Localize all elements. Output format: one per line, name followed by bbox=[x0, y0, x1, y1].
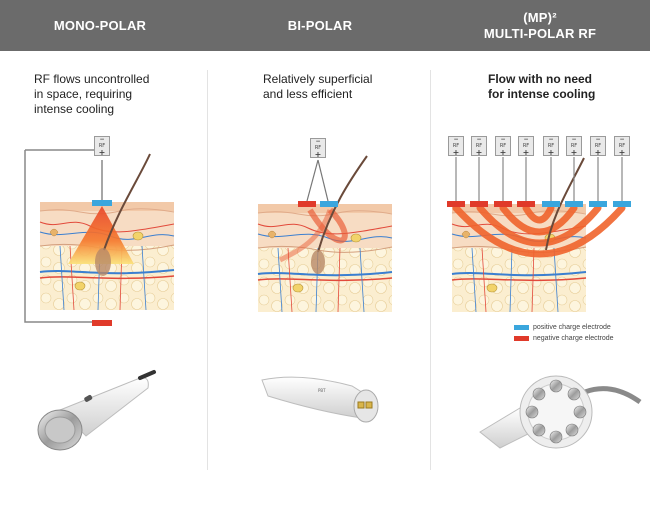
rf-source-box: −RF+ bbox=[495, 136, 511, 157]
mono-desc-line: intense cooling bbox=[34, 102, 115, 116]
multi-electrode-leads bbox=[455, 157, 623, 201]
rf-minus: − bbox=[500, 136, 506, 143]
rf-source-box: − RF + bbox=[94, 136, 110, 157]
bi-polar-description: Relatively superficial and less efficien… bbox=[263, 72, 372, 102]
rf-minus: − bbox=[99, 136, 105, 143]
rf-minus: − bbox=[523, 136, 529, 143]
rf-minus: − bbox=[476, 136, 482, 143]
rf-plus: + bbox=[547, 148, 555, 157]
negative-swatch bbox=[514, 336, 529, 341]
bi-desc-line: and less efficient bbox=[263, 87, 353, 101]
rf-source-box: −RF+ bbox=[471, 136, 487, 157]
mono-polar-description: RF flows uncontrolled in space, requirin… bbox=[34, 72, 149, 117]
rf-label: RF bbox=[475, 143, 483, 149]
negative-electrode bbox=[447, 201, 465, 207]
rf-source-box: −RF+ bbox=[590, 136, 606, 157]
rf-label: RF bbox=[499, 143, 507, 149]
legend-positive: positive charge electrode bbox=[514, 324, 611, 331]
rf-label: RF bbox=[570, 143, 578, 149]
mono-desc-line: RF flows uncontrolled bbox=[34, 72, 150, 86]
multi-polar-device-image bbox=[479, 375, 642, 449]
rf-plus: + bbox=[570, 148, 578, 157]
rf-minus: − bbox=[548, 136, 554, 143]
rf-minus: − bbox=[595, 136, 601, 143]
negative-electrode bbox=[494, 201, 512, 207]
positive-electrode bbox=[613, 201, 631, 207]
rf-minus: − bbox=[619, 136, 625, 143]
bi-polar-device-image: PBT bbox=[261, 376, 379, 423]
positive-electrode bbox=[542, 201, 560, 207]
multi-polar-description: Flow with no need for intense cooling bbox=[488, 72, 595, 102]
legend-negative-label: negative charge electrode bbox=[533, 335, 614, 342]
rf-minus: − bbox=[571, 136, 577, 143]
bi-polar-title: BI-POLAR bbox=[287, 18, 353, 33]
rf-minus: − bbox=[453, 136, 459, 143]
rf-plus: + bbox=[98, 148, 106, 157]
rf-label: RF bbox=[314, 145, 322, 151]
mp-squared-label: (MP)² bbox=[523, 9, 557, 25]
multi-polar-diagram bbox=[451, 157, 626, 313]
rf-source-box: −RF+ bbox=[614, 136, 630, 157]
rf-label: RF bbox=[522, 143, 530, 149]
rf-source-box: −RF+ bbox=[518, 136, 534, 157]
bi-desc-line: Relatively superficial bbox=[263, 72, 373, 86]
multi-polar-title: (MP)² MULTI-POLAR RF bbox=[430, 0, 650, 51]
rf-label: RF bbox=[452, 143, 460, 149]
rf-source-box: −RF+ bbox=[566, 136, 582, 157]
rf-label: RF bbox=[618, 143, 626, 149]
rf-plus: + bbox=[618, 148, 626, 157]
header-bar: MONO-POLAR BI-POLAR (MP)² MULTI-POLAR RF bbox=[0, 0, 650, 51]
rf-plus: + bbox=[314, 150, 322, 159]
multi-electrode-row bbox=[447, 201, 631, 207]
rf-plus: + bbox=[594, 148, 602, 157]
rf-label: RF bbox=[594, 143, 602, 149]
rf-label: RF bbox=[547, 143, 555, 149]
mono-desc-line: in space, requiring bbox=[34, 87, 133, 101]
column-divider-2 bbox=[430, 70, 431, 470]
mono-polar-title: MONO-POLAR bbox=[53, 18, 147, 33]
negative-electrode bbox=[517, 201, 535, 207]
rf-label: RF bbox=[98, 143, 106, 149]
rf-plus: + bbox=[475, 148, 483, 157]
rf-minus: − bbox=[315, 138, 321, 145]
positive-electrode bbox=[565, 201, 583, 207]
negative-electrode bbox=[470, 201, 488, 207]
mono-polar-device-image bbox=[37, 370, 156, 451]
rf-source-box: −RF+ bbox=[543, 136, 559, 157]
multi-polar-rf-label: MULTI-POLAR RF bbox=[483, 25, 597, 41]
positive-electrode bbox=[589, 201, 607, 207]
rf-plus: + bbox=[522, 148, 530, 157]
bi-polar-diagram bbox=[257, 155, 393, 313]
rf-source-box: − RF + bbox=[310, 138, 326, 159]
rf-plus: + bbox=[499, 148, 507, 157]
svg-text:PBT: PBT bbox=[318, 388, 326, 393]
legend-negative: negative charge electrode bbox=[514, 335, 614, 342]
column-divider-1 bbox=[207, 70, 208, 470]
positive-swatch bbox=[514, 325, 529, 330]
multi-desc-line: Flow with no need bbox=[488, 72, 592, 86]
mono-polar-diagram bbox=[24, 149, 175, 326]
rf-source-box: −RF+ bbox=[448, 136, 464, 157]
rf-plus: + bbox=[452, 148, 460, 157]
legend-positive-label: positive charge electrode bbox=[533, 324, 611, 331]
multi-desc-line: for intense cooling bbox=[488, 87, 596, 101]
